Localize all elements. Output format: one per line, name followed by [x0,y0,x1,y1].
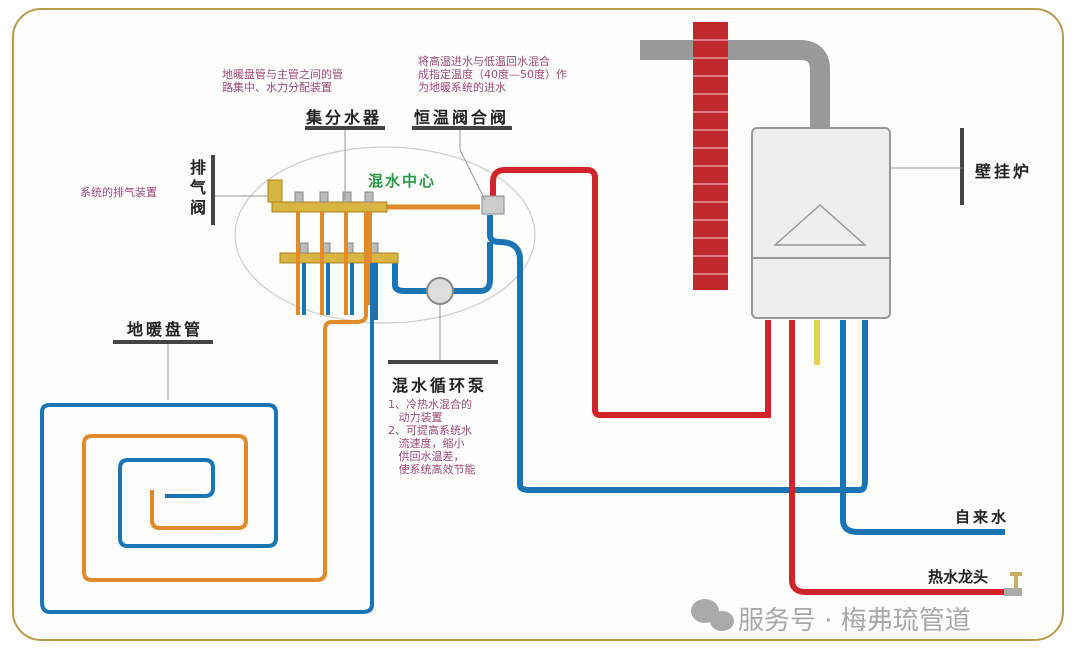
pump [426,277,454,305]
flue-pipe [640,40,830,130]
vent-note: 系统的排气装置 [80,186,157,199]
tap-water-label: 自来水 [955,508,1010,526]
mixing-center-label: 混水中心 [368,172,437,190]
floor-coil-supply [82,212,368,582]
boiler-triangle [773,203,867,246]
hot-water-pipe [789,320,1005,595]
return-manifold [279,252,399,264]
wechat-icon [691,599,734,631]
mixing-valve [481,195,505,215]
manifold-note: 地暖盘管与主管之间的管路集中、水力分配装置 [222,68,343,94]
mixing-center-outline [234,146,536,324]
valve-label: 恒温阀合阀 [414,108,510,127]
boiler [751,127,891,319]
air-vent [267,179,283,203]
supply-manifold [271,201,388,213]
pump-label: 混水循环泵 [392,376,488,395]
hot-supply-pipe [490,167,771,418]
tap-water-pipe [840,320,1005,535]
watermark: 服务号 · 梅弗琉管道 [738,606,971,636]
brick-lines [693,39,728,275]
floor-coil-label: 地暖盘管 [127,320,204,339]
manifold-label: 集分水器 [306,108,383,127]
hot-faucet-label: 热水龙头 [928,568,989,586]
valve-note: 将高温进水与低温回水混合成指定温度（40度—50度）作为地暖系统的进水 [418,55,567,94]
chimney [693,22,728,290]
return-pipe [487,215,868,493]
floor-coil-return [40,263,374,614]
vent-valve-label: 排气阀 [190,158,210,217]
faucet-icon [1004,572,1022,596]
boiler-label: 壁挂炉 [975,162,1033,181]
